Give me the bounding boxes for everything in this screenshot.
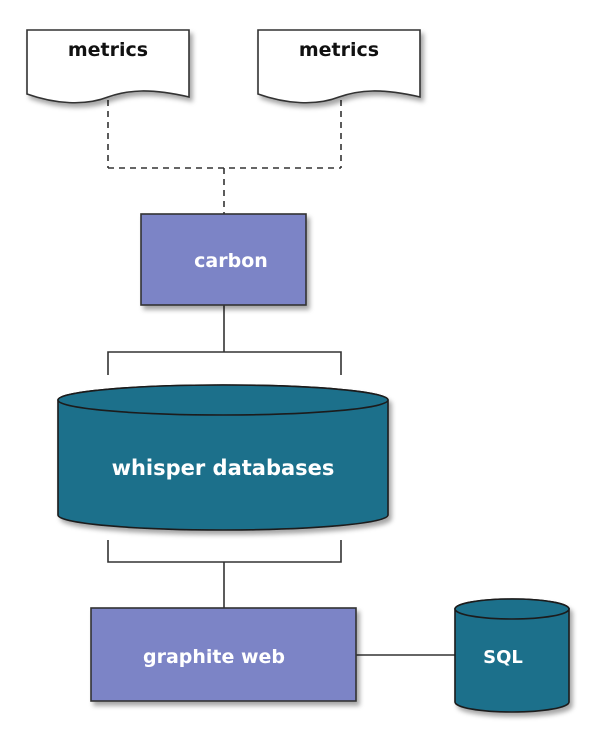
whisper-databases-top (57, 384, 389, 416)
solid-connectors (107, 305, 455, 656)
graphite-web-label: graphite web (143, 646, 285, 668)
document-icon (26, 29, 190, 104)
sql-cylinder-top (454, 598, 570, 620)
sql-label: SQL (483, 647, 523, 668)
metrics-source-2 (257, 29, 421, 104)
whisper-databases-cylinder (57, 384, 389, 531)
graphite-web-box (90, 607, 357, 702)
sql-cylinder (454, 598, 570, 713)
bracket-top (107, 351, 342, 375)
carbon-label: carbon (194, 250, 268, 272)
metrics-source-1-label: metrics (68, 39, 148, 61)
metrics-connectors (107, 100, 342, 214)
carbon-box (140, 213, 307, 306)
bracket-bottom (107, 540, 342, 563)
metrics-source-2-label: metrics (299, 39, 379, 61)
document-icon (257, 29, 421, 104)
metrics-source-1 (26, 29, 190, 104)
whisper-databases-label: whisper databases (112, 456, 335, 480)
